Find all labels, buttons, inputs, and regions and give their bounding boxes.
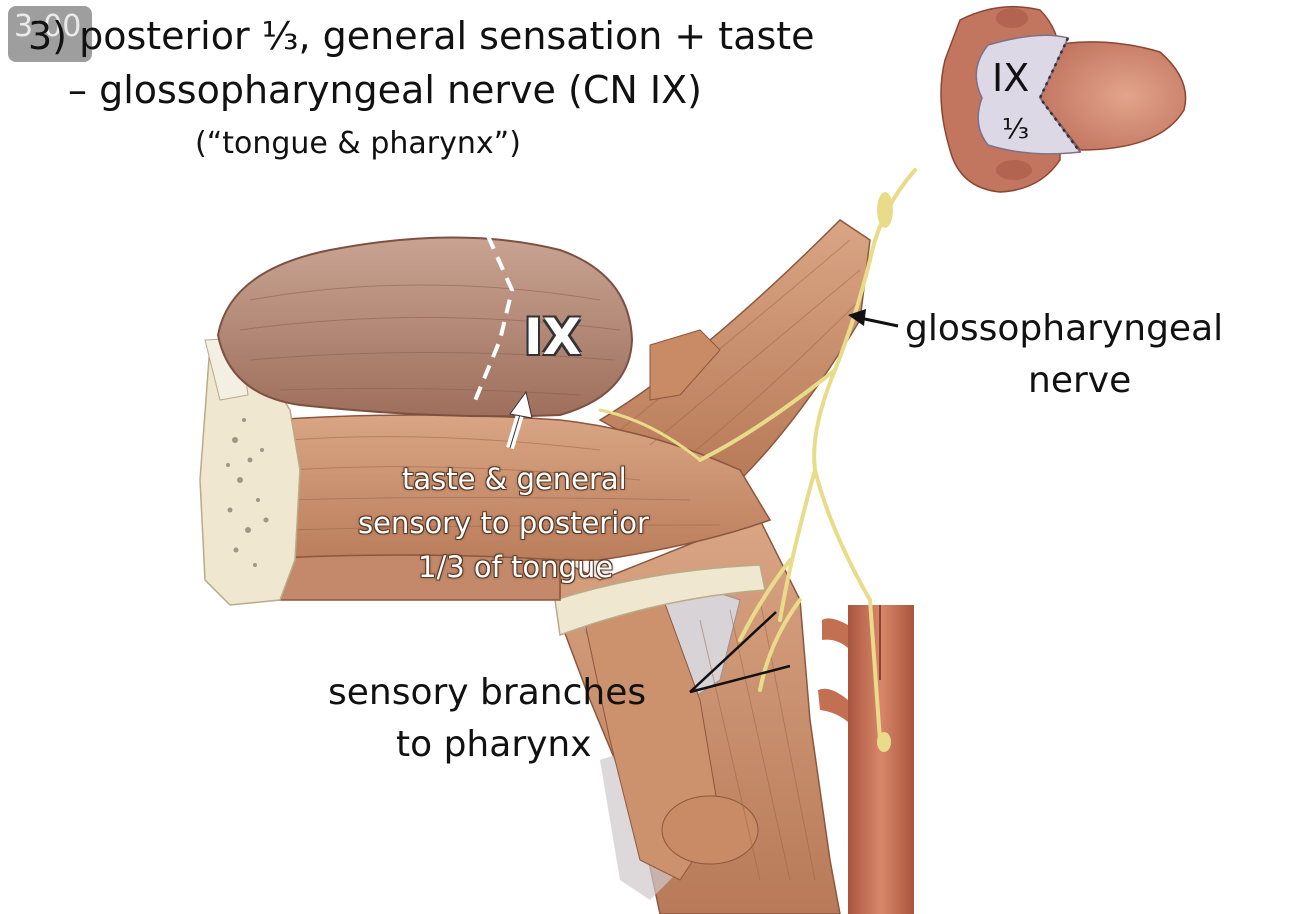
vessel-branch-lower [818,688,848,722]
muscle-fibers [289,239,861,881]
taste-label-line-3: 1/3 of tongue [418,550,614,584]
slide-title-line-2: – glossopharyngeal nerve (CN IX) [68,68,702,112]
sensory-branches-label-line-1: sensory branches [328,672,647,713]
bone-texture [226,418,269,567]
taste-arrow [506,390,533,450]
nerve-ganglion-lower [877,732,891,752]
video-timestamp-badge: 3:00 [8,6,92,62]
epiglottis [649,329,721,401]
tongue-ix-marker: IX [524,308,582,366]
inset-tongue-illustration [940,5,1187,193]
taste-label-line-1: taste & general [402,462,627,496]
inset-dotted-boundary [1038,37,1082,153]
inset-ix-label: IX [992,56,1030,100]
tongue-texture [239,284,621,396]
nerve-ganglion [877,192,893,228]
inset-structure-bottom [996,160,1032,180]
tongue-dorsum [216,236,634,418]
vessel-branch-upper [822,618,848,648]
inset-anterior-tongue [1037,41,1187,151]
geniohyoid-muscle [238,554,561,601]
hyoid-bone [554,564,766,637]
branches-pointer-lines [689,611,791,694]
sensory-branches-label-line-2: to pharynx [396,724,592,765]
glossopharyngeal-label-line-2: nerve [1028,360,1132,401]
inset-structure-top [996,8,1028,28]
slide-title-line-1: 3) posterior ⅓, general sensation + tast… [28,14,815,58]
taste-label-line-2: sensory to posterior [358,506,649,540]
cricothyroid-muscle [661,795,759,865]
inset-fraction-label: ⅓ [1002,112,1030,145]
sulcus-dashed-line [470,235,515,409]
glossopharyngeal-nerve-path [598,168,917,742]
glossopharyngeal-label-line-1: glossopharyngeal [905,308,1224,349]
slide-title-line-3: (“tongue & pharynx”) [195,126,521,161]
glosso-arrow [848,309,899,328]
